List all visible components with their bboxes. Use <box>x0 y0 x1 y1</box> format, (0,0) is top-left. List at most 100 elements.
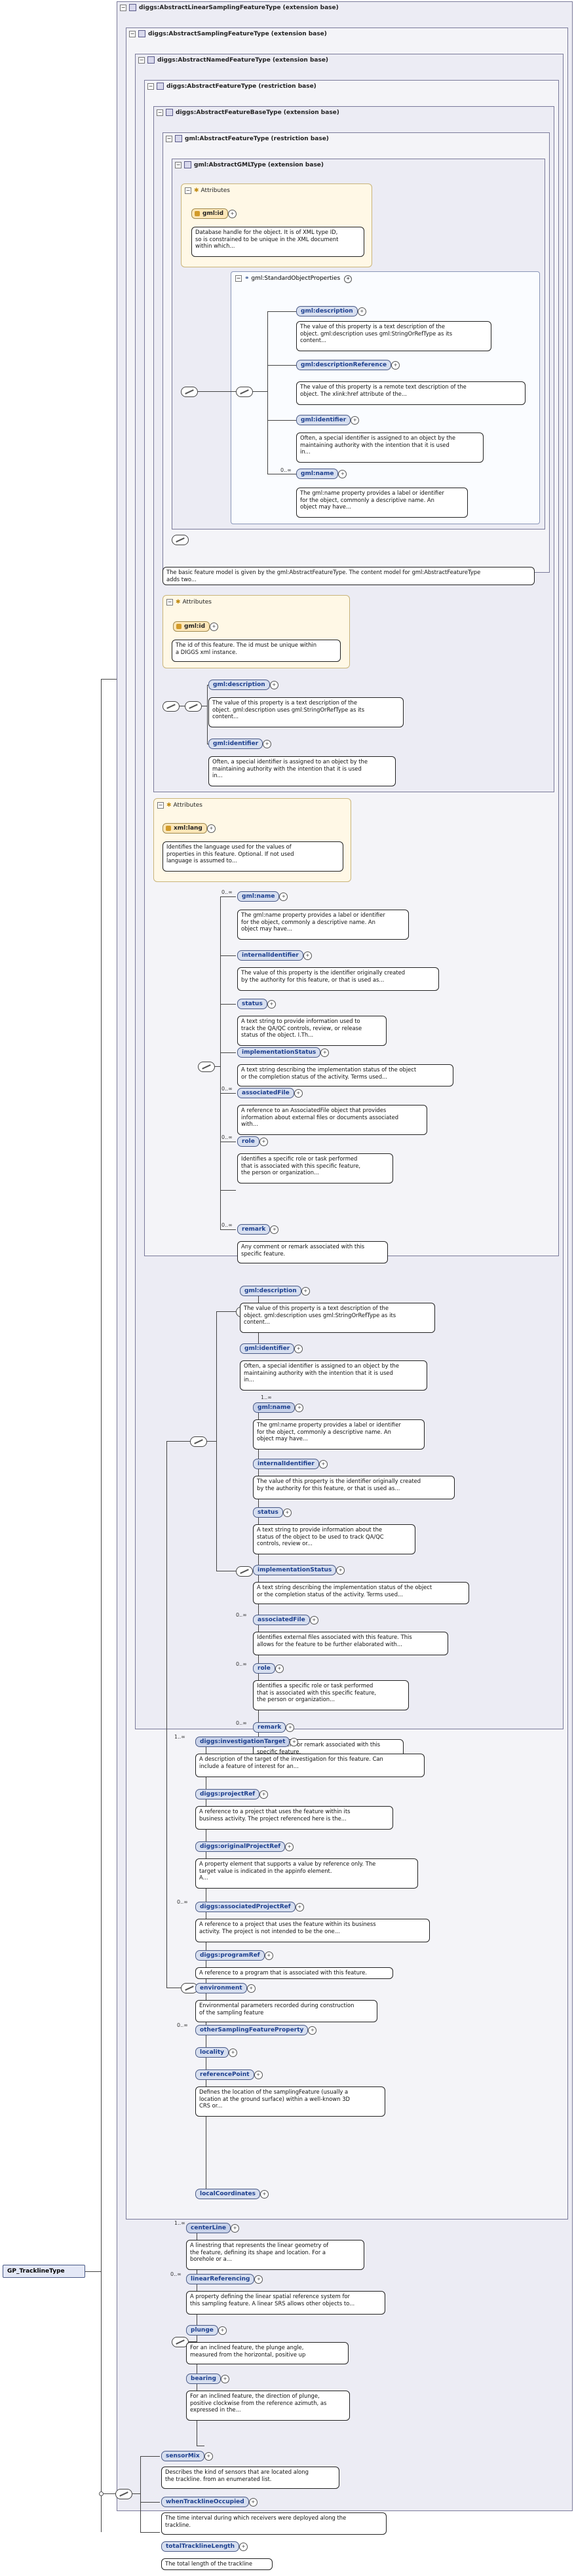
element-gml-name[interactable]: gml:name+ <box>253 1402 304 1413</box>
expand-icon[interactable]: + <box>231 2224 240 2233</box>
element-role[interactable]: role+ <box>253 1663 284 1674</box>
element-project-ref[interactable]: diggs:projectRef+ <box>195 1789 269 1799</box>
element-implementation-status[interactable]: implementationStatus+ <box>237 1047 330 1058</box>
type-header[interactable]: −diggs:AbstractLinearSamplingFeatureType… <box>120 4 339 11</box>
expand-icon[interactable]: + <box>259 2190 269 2199</box>
collapse-toggle-icon[interactable]: − <box>147 83 154 90</box>
element-associated-file[interactable]: associatedFile+ <box>253 1615 318 1625</box>
type-header[interactable]: −diggs:AbstractSamplingFeatureType (exte… <box>129 30 327 37</box>
expand-icon[interactable]: + <box>248 2498 258 2507</box>
expand-icon[interactable]: + <box>320 1048 330 1057</box>
element-status[interactable]: status+ <box>253 1507 292 1518</box>
element-status[interactable]: status+ <box>237 999 276 1009</box>
element-environment[interactable]: environment+ <box>195 1983 256 1993</box>
expand-icon[interactable]: + <box>282 1509 292 1517</box>
element-program-ref[interactable]: diggs:programRef+ <box>195 1950 273 1961</box>
sequence-compositor-icon[interactable] <box>181 387 198 397</box>
expand-icon[interactable]: + <box>228 210 237 218</box>
expand-icon[interactable]: + <box>295 1903 304 1912</box>
root-complex-type[interactable]: GP_TracklineType <box>3 2265 85 2278</box>
expand-icon[interactable]: + <box>259 1790 269 1799</box>
expand-icon[interactable]: + <box>344 275 353 283</box>
attribute-gml-id[interactable]: gml:id+ <box>173 621 219 632</box>
element-other-sampling-feature-property[interactable]: otherSamplingFeatureProperty+ <box>195 2025 317 2035</box>
collapse-toggle-icon[interactable]: − <box>175 161 182 168</box>
sequence-compositor-icon[interactable] <box>198 1062 215 1072</box>
collapse-toggle-icon[interactable]: − <box>120 4 126 11</box>
expand-icon[interactable]: + <box>254 2071 263 2079</box>
element-total-trackline-length[interactable]: totalTracklineLength+ <box>161 2541 248 2552</box>
expand-icon[interactable]: + <box>318 1460 328 1469</box>
element-local-coordinates[interactable]: localCoordinates+ <box>195 2189 269 2199</box>
expand-icon[interactable]: + <box>294 1345 303 1353</box>
element-implementation-status[interactable]: implementationStatus+ <box>253 1565 345 1575</box>
collapse-toggle-icon[interactable]: − <box>235 275 242 282</box>
expand-icon[interactable]: + <box>308 2026 317 2035</box>
element-internal-identifier[interactable]: internalIdentifier+ <box>237 950 312 961</box>
expand-icon[interactable]: + <box>267 1000 276 1009</box>
sequence-compositor-icon[interactable] <box>236 1566 253 1577</box>
expand-icon[interactable]: + <box>246 1984 256 1993</box>
expand-icon[interactable]: + <box>285 1843 294 1851</box>
expand-icon[interactable]: + <box>269 681 278 689</box>
element-gml-name[interactable]: gml:name+ <box>237 891 288 902</box>
element-gml-description[interactable]: gml:description+ <box>208 680 278 690</box>
sequence-compositor-icon[interactable] <box>115 2489 132 2499</box>
expand-icon[interactable]: + <box>391 361 400 370</box>
type-header[interactable]: −diggs:AbstractNamedFeatureType (extensi… <box>138 56 329 64</box>
sequence-compositor-icon[interactable] <box>185 701 202 712</box>
attribute-gml-id[interactable]: gml:id+ <box>191 208 237 219</box>
type-header[interactable]: −gml:AbstractGMLType (extension base) <box>175 161 324 168</box>
element-locality[interactable]: locality+ <box>195 2047 238 2058</box>
expand-icon[interactable]: + <box>336 1566 345 1575</box>
type-header[interactable]: −diggs:AbstractFeatureBaseType (extensio… <box>157 109 339 116</box>
element-center-line[interactable]: centerLine+ <box>186 2223 240 2233</box>
element-plunge[interactable]: plunge+ <box>186 2325 227 2336</box>
sequence-compositor-icon[interactable] <box>172 535 189 545</box>
expand-icon[interactable]: + <box>309 1616 318 1624</box>
expand-icon[interactable]: + <box>221 2375 229 2383</box>
collapse-toggle-icon[interactable]: − <box>138 56 145 64</box>
expand-icon[interactable]: + <box>275 1664 284 1673</box>
expand-icon[interactable]: + <box>357 307 366 316</box>
type-header[interactable]: −gml:AbstractFeatureType (restriction ba… <box>166 135 329 142</box>
expand-icon[interactable]: + <box>294 1089 303 1098</box>
expand-icon[interactable]: + <box>239 2543 248 2551</box>
expand-icon[interactable]: + <box>206 824 216 833</box>
element-internal-identifier[interactable]: internalIdentifier+ <box>253 1459 328 1469</box>
element-gml-description[interactable]: gml:description+ <box>296 306 366 317</box>
expand-icon[interactable]: + <box>351 416 360 425</box>
element-associated-file[interactable]: associatedFile+ <box>237 1088 303 1098</box>
collapse-toggle-icon[interactable]: − <box>157 109 163 116</box>
element-gml-description[interactable]: gml:description+ <box>240 1286 310 1296</box>
expand-icon[interactable]: + <box>254 2275 263 2284</box>
element-remark[interactable]: remark+ <box>237 1224 279 1235</box>
element-when-trackline-occupied[interactable]: whenTracklineOccupied+ <box>161 2497 258 2507</box>
expand-icon[interactable]: + <box>301 1287 310 1296</box>
expand-icon[interactable]: + <box>270 1225 279 1234</box>
element-gml-description-reference[interactable]: gml:descriptionReference+ <box>296 360 400 370</box>
expand-icon[interactable]: + <box>279 893 288 901</box>
element-sensor-mix[interactable]: sensorMix+ <box>161 2451 213 2461</box>
expand-icon[interactable]: + <box>263 740 272 748</box>
expand-icon[interactable]: + <box>210 623 219 631</box>
sequence-compositor-icon[interactable] <box>236 387 253 397</box>
expand-icon[interactable]: + <box>229 2048 238 2057</box>
element-original-project-ref[interactable]: diggs:originalProjectRef+ <box>195 1841 294 1852</box>
expand-icon[interactable]: + <box>259 1138 268 1146</box>
element-investigation-target[interactable]: diggs:investigationTarget+ <box>195 1737 299 1747</box>
element-associated-project-ref[interactable]: diggs:associatedProjectRef+ <box>195 1902 304 1912</box>
collapse-toggle-icon[interactable]: − <box>166 135 172 142</box>
element-bearing[interactable]: bearing+ <box>186 2374 229 2384</box>
expand-icon[interactable]: + <box>286 1723 295 1732</box>
type-header[interactable]: −diggs:AbstractFeatureType (restriction … <box>147 83 316 90</box>
collapse-toggle-icon[interactable]: − <box>185 187 191 194</box>
expand-icon[interactable]: + <box>338 470 347 478</box>
attribute-xml-lang[interactable]: xml:lang+ <box>163 823 216 834</box>
sequence-compositor-icon[interactable] <box>163 701 180 712</box>
expand-icon[interactable]: + <box>264 1951 273 1960</box>
collapse-toggle-icon[interactable]: − <box>166 599 173 606</box>
element-remark[interactable]: remark+ <box>253 1722 295 1733</box>
sequence-compositor-icon[interactable] <box>190 1436 207 1447</box>
element-linear-referencing[interactable]: linearReferencing+ <box>186 2274 263 2284</box>
